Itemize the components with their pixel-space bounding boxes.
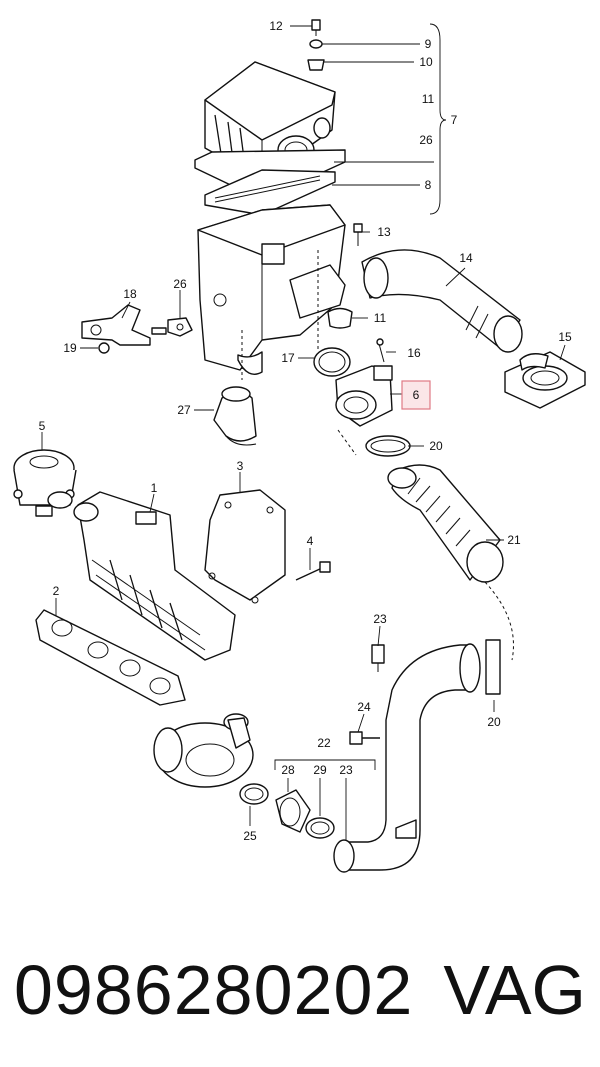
callout-26-upper: 26 <box>419 133 433 147</box>
intake-flange <box>504 351 586 409</box>
callout-26-lower: 26 <box>173 277 187 291</box>
exploded-parts-diagram: 12 9 10 11 7 26 8 13 14 18 26 11 15 19 1… <box>13 19 586 873</box>
callout-8: 8 <box>425 178 432 192</box>
temperature-sensor <box>371 644 385 672</box>
callout-24: 24 <box>357 700 371 714</box>
callout-20-upper: 20 <box>429 439 443 453</box>
callout-21: 21 <box>507 533 521 547</box>
callout-11-lower: 11 <box>374 311 387 325</box>
turbocharger <box>153 713 254 788</box>
part-number: 0986280202 <box>14 951 414 1029</box>
bolt <box>295 561 331 581</box>
leader-lines <box>41 25 566 840</box>
highlight-box <box>401 380 431 410</box>
callout-5: 5 <box>39 419 46 433</box>
callout-23-lower: 23 <box>339 763 353 777</box>
callout-11-upper: 11 <box>422 92 435 106</box>
small-fasteners <box>307 19 385 363</box>
callout-2: 2 <box>53 584 60 598</box>
hose-clamp-upper <box>365 435 411 457</box>
callout-7: 7 <box>451 113 458 127</box>
callout-3: 3 <box>237 459 244 473</box>
o-ring <box>313 347 351 377</box>
callout-28: 28 <box>281 763 295 777</box>
heat-shield <box>204 489 286 604</box>
brand-name: VAG <box>443 951 586 1029</box>
callout-1: 1 <box>151 481 158 495</box>
pipe-bolt <box>349 731 380 745</box>
callout-6: 6 <box>413 388 420 402</box>
air-mass-meter <box>335 365 393 427</box>
callout-25: 25 <box>243 829 257 843</box>
air-filter-housing-lower <box>197 204 346 375</box>
corrugated-hose <box>387 464 504 583</box>
intake-elbow <box>213 386 257 446</box>
callout-27: 27 <box>177 403 191 417</box>
egr-valve <box>13 449 77 517</box>
callout-20-lower: 20 <box>487 715 501 729</box>
callout-17: 17 <box>281 351 295 365</box>
callout-15: 15 <box>558 330 572 344</box>
callout-19: 19 <box>63 341 77 355</box>
callout-4: 4 <box>307 534 314 548</box>
callout-23-upper: 23 <box>373 612 387 626</box>
callout-13: 13 <box>377 225 391 239</box>
footer: 0986280202 VAG <box>0 935 600 1045</box>
hose-connector <box>275 789 311 833</box>
hose-clamp-lower <box>305 817 335 839</box>
callout-18: 18 <box>123 287 137 301</box>
hose-clamp-turbo <box>239 783 269 805</box>
intake-manifold <box>73 491 236 661</box>
charge-air-pipe <box>333 639 501 873</box>
callout-10: 10 <box>419 55 433 69</box>
air-filter-element <box>204 169 336 216</box>
callout-22: 22 <box>317 736 331 750</box>
manifold-gasket <box>35 609 186 706</box>
callout-16: 16 <box>407 346 421 360</box>
intake-hose <box>361 249 523 353</box>
callout-14: 14 <box>459 251 473 265</box>
bracket-assembly <box>81 304 193 354</box>
callout-labels: 12 9 10 11 7 26 8 13 14 18 26 11 15 19 1… <box>39 19 572 843</box>
callout-12: 12 <box>269 19 283 33</box>
callout-29: 29 <box>313 763 327 777</box>
callout-9: 9 <box>425 37 432 51</box>
